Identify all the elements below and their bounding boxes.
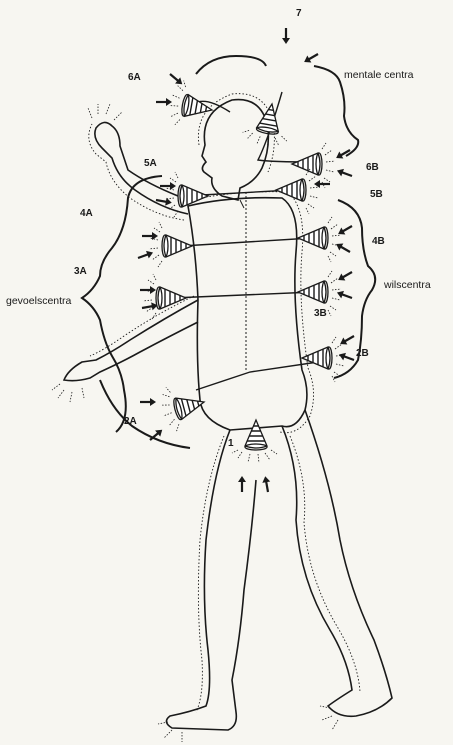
label-7: 7: [296, 8, 302, 19]
label-4b: 4B: [372, 236, 385, 247]
cone-5b: [276, 169, 319, 214]
label-6b: 6B: [366, 162, 379, 173]
cone-2b: [302, 337, 345, 382]
cone-6a: [166, 79, 216, 131]
label-2b: 2B: [356, 348, 369, 359]
label-gevoelscentra: gevoelscentra: [6, 295, 72, 307]
label-3b: 3B: [314, 308, 327, 319]
cone-4a: [149, 222, 192, 267]
body-outline: [64, 94, 392, 730]
label-6a: 6A: [128, 72, 141, 83]
label-mentale-centra: mentale centra: [344, 69, 414, 81]
label-wilscentra: wilscentra: [383, 279, 431, 291]
label-3a: 3A: [74, 266, 87, 277]
braces: [82, 56, 375, 448]
label-5b: 5B: [370, 189, 383, 200]
cone-3a: [143, 274, 186, 319]
label-1: 1: [228, 438, 234, 449]
label-5a: 5A: [144, 158, 157, 169]
cone-5a: [165, 172, 208, 217]
label-2a: 2A: [124, 416, 137, 427]
cone-4b: [298, 217, 341, 262]
label-4a: 4A: [80, 208, 93, 219]
